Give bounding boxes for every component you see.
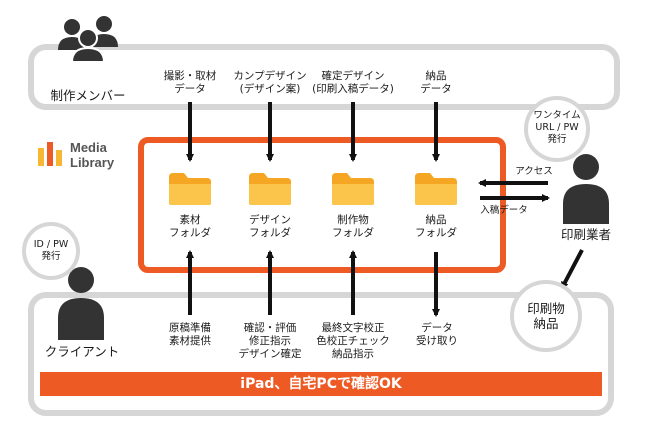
printer-url-text: ワンタイム URL / PW 発行 xyxy=(533,110,581,145)
client-action-2: 確認・評価 修正指示 デザイン確定 xyxy=(238,322,302,360)
folder-icon[interactable] xyxy=(413,171,459,207)
client-arrows xyxy=(186,250,440,317)
folder-label-material: 素材 フォルダ xyxy=(169,214,211,239)
access-label: アクセス xyxy=(515,166,553,177)
client-action-1: 原稿準備 素材提供 xyxy=(169,322,211,347)
client-action-4: データ 受け取り xyxy=(416,322,458,347)
client-id-badge xyxy=(22,222,80,280)
client-label: クライアント xyxy=(44,344,120,359)
input-label-1: 撮影・取材 データ xyxy=(163,70,217,95)
brand-line2: Library xyxy=(70,155,115,170)
creators-label: 制作メンバー xyxy=(50,88,126,103)
folder-label-design: デザイン フォルダ xyxy=(249,214,291,239)
creators-people-icon xyxy=(58,16,118,63)
input-arrows xyxy=(186,102,440,162)
folder-icon[interactable] xyxy=(330,171,376,207)
submit-label: 入稿データ xyxy=(480,205,528,216)
printer-person-icon xyxy=(563,154,609,224)
client-action-3: 最終文字校正 色校正チェック 納品指示 xyxy=(316,322,390,360)
printer-label: 印刷業者 xyxy=(560,227,611,242)
media-library-logo: Media Library xyxy=(36,140,136,172)
logo-icon xyxy=(38,142,62,166)
input-label-4: 納品 データ xyxy=(420,70,452,95)
folder-label-delivery: 納品 フォルダ xyxy=(415,214,457,239)
input-label-2: カンプデザイン (デザイン案) xyxy=(233,70,307,95)
input-label-3: 確定デザイン (印刷入稿データ) xyxy=(312,70,394,95)
ipad-banner: iPad、自宅PCで確認OK xyxy=(40,372,602,396)
folder-label-product: 制作物 フォルダ xyxy=(332,214,374,239)
brand-line1: Media xyxy=(70,140,107,155)
printer-url-badge xyxy=(524,96,590,162)
client-frame xyxy=(28,292,614,416)
client-person-icon xyxy=(58,267,104,340)
creators-frame xyxy=(28,44,620,110)
folder-icon[interactable] xyxy=(247,171,293,207)
delivery-text: 印刷物 納品 xyxy=(527,301,565,331)
client-id-text: ID / PW 発行 xyxy=(33,239,69,262)
delivery-badge xyxy=(510,280,582,352)
folder-icon[interactable] xyxy=(167,171,213,207)
printer-arrows xyxy=(478,179,584,290)
